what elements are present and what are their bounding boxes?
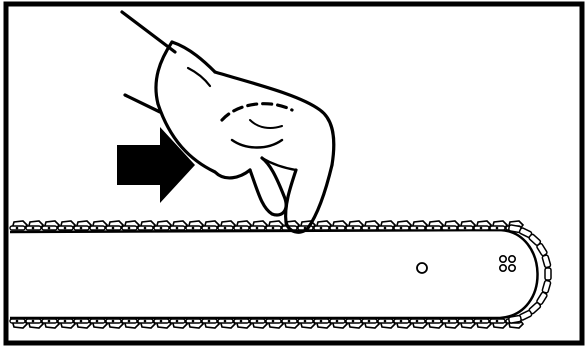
chain-link: [105, 318, 125, 329]
rivet-hole: [416, 262, 428, 274]
chain-link: [249, 220, 269, 231]
chain-link: [153, 220, 173, 231]
chain-link: [393, 318, 413, 329]
chain-link: [473, 220, 493, 231]
chain-link: [25, 220, 45, 231]
chain-link: [137, 318, 157, 329]
chain-link: [377, 220, 397, 231]
gloved-hand-icon: [120, 10, 336, 234]
chain-link: [489, 220, 509, 231]
chain-link: [425, 318, 445, 329]
chain-link: [121, 220, 141, 231]
chain-link: [544, 267, 552, 281]
chain-link: [329, 220, 349, 231]
chain-link: [169, 318, 189, 329]
arrow-right-icon: [117, 127, 195, 203]
saw-chain-nose: [508, 224, 552, 324]
chain-link: [9, 318, 29, 329]
chain-link: [153, 318, 173, 329]
chain-link: [457, 220, 477, 231]
chain-link: [508, 314, 522, 324]
chain-link: [217, 318, 237, 329]
chain-link: [185, 220, 205, 231]
chain-link: [233, 318, 253, 329]
saw-chain-bottom: [9, 318, 525, 329]
chain-link: [281, 318, 301, 329]
chain-link: [345, 220, 365, 231]
chain-link: [361, 220, 381, 231]
nose-sprocket-holes: [498, 255, 516, 272]
chain-link: [361, 318, 381, 329]
chain-link: [377, 318, 397, 329]
chain-link: [89, 318, 109, 329]
chain-link: [105, 220, 125, 231]
guide-bar: [9, 228, 539, 320]
chain-link: [201, 318, 221, 329]
chain-link: [41, 318, 61, 329]
chain-link: [313, 318, 333, 329]
chain-link: [409, 318, 429, 329]
chain-link: [409, 220, 429, 231]
chain-link: [393, 220, 413, 231]
chain-link: [121, 318, 141, 329]
chain-link: [313, 220, 333, 231]
chain-link: [441, 318, 461, 329]
chain-link: [345, 318, 365, 329]
chain-link: [57, 318, 77, 329]
chain-link: [265, 318, 285, 329]
chain-link: [89, 220, 109, 231]
chain-link: [185, 318, 205, 329]
chain-link: [249, 318, 269, 329]
chain-link: [297, 318, 317, 329]
chain-link: [233, 220, 253, 231]
chain-link: [169, 220, 189, 231]
chain-link: [25, 318, 45, 329]
chain-link: [57, 220, 77, 231]
chain-link: [329, 318, 349, 329]
chain-link: [541, 254, 552, 269]
chain-link: [73, 220, 93, 231]
chain-link: [9, 220, 29, 231]
chain-link: [489, 318, 509, 329]
chain-link: [73, 318, 93, 329]
guide-bar-body: [9, 228, 539, 320]
chain-link: [265, 220, 285, 231]
chain-link: [41, 220, 61, 231]
chain-link: [473, 318, 493, 329]
chain-link: [425, 220, 445, 231]
chain-link: [201, 220, 221, 231]
chain-link: [441, 220, 461, 231]
chain-link: [137, 220, 157, 231]
chain-link: [217, 220, 237, 231]
chain-link: [457, 318, 477, 329]
